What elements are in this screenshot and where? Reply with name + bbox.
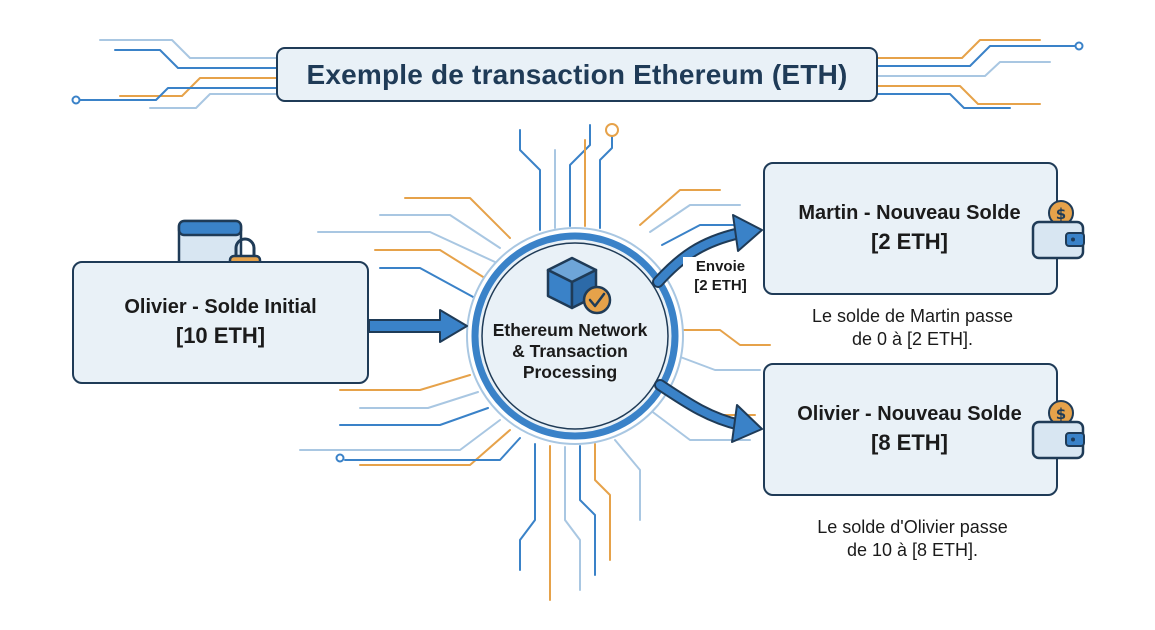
olivier-note-line2: de 10 à [8 ETH]. xyxy=(846,540,979,560)
olivier-note-line1: Le solde d'Olivier passe xyxy=(817,517,1008,537)
martin-new-amount: [2 ETH] xyxy=(871,229,948,254)
network-label-line3: Processing xyxy=(522,362,618,382)
title-banner: Exemple de transaction Ethereum (ETH) xyxy=(276,47,878,102)
olivier-initial-name: Olivier - Solde Initial xyxy=(124,296,317,318)
olivier-initial-box: Olivier - Solde Initial [10 ETH] xyxy=(72,261,369,384)
transfer-label: Envoie [2 ETH] xyxy=(683,257,758,295)
check-badge-icon xyxy=(582,285,612,315)
transfer-label-line1: Envoie xyxy=(695,258,746,275)
olivier-balance-note: Le solde d'Olivier passe de 10 à [8 ETH]… xyxy=(770,516,1055,562)
martin-balance-note: Le solde de Martin passe de 0 à [2 ETH]. xyxy=(770,305,1055,351)
olivier-new-box: Olivier - Nouveau Solde [8 ETH] xyxy=(763,363,1058,496)
olivier-initial-amount: [10 ETH] xyxy=(175,323,266,348)
title-circuit-right xyxy=(877,39,1084,109)
martin-new-box: Martin - Nouveau Solde [2 ETH] xyxy=(763,162,1058,295)
martin-note-line2: de 0 à [2 ETH]. xyxy=(851,329,974,349)
network-label-line2: & Transaction xyxy=(512,341,628,361)
network-hub xyxy=(466,227,684,445)
martin-new-name: Martin - Nouveau Solde xyxy=(798,202,1021,224)
hub-circuit-lines xyxy=(299,123,771,601)
network-label-line1: Ethereum Network xyxy=(492,320,648,340)
arrow-to-martin xyxy=(652,214,763,288)
transfer-label-line2: [2 ETH] xyxy=(694,277,747,294)
olivier-new-amount: [8 ETH] xyxy=(871,430,948,455)
title-circuit-left xyxy=(71,39,277,109)
olivier-new-name: Olivier - Nouveau Solde xyxy=(797,403,1022,425)
arrow-to-olivier-new xyxy=(654,379,763,443)
arrow-to-network xyxy=(368,309,468,343)
martin-note-line1: Le solde de Martin passe xyxy=(811,306,1014,326)
blockchain-cube-icon xyxy=(546,256,598,310)
page-title: Exemple de transaction Ethereum (ETH) xyxy=(306,58,848,90)
network-label: Ethereum Network & Transaction Processin… xyxy=(480,320,660,383)
